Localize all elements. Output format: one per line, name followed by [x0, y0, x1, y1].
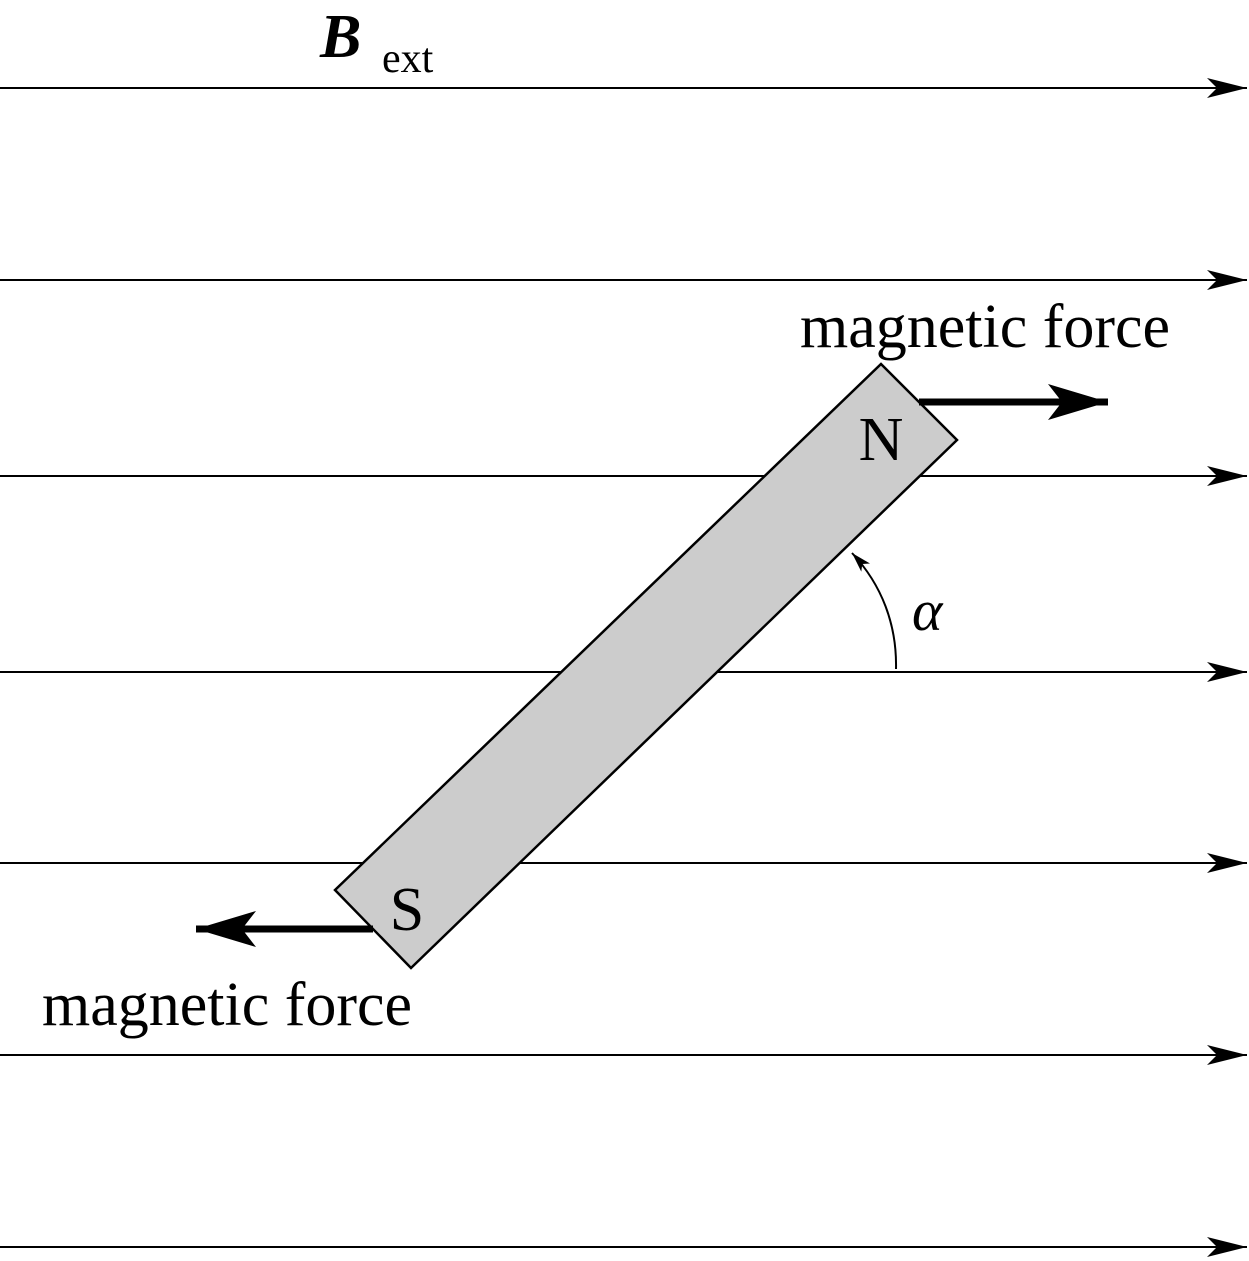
- north-pole-label: N: [859, 406, 904, 474]
- field-label-subscript: ext: [382, 36, 434, 82]
- angle-label: α: [912, 578, 944, 643]
- north-force-label: magnetic force: [800, 293, 1170, 361]
- field-lines: [0, 78, 1247, 1257]
- angle-arc: [851, 552, 898, 670]
- south-force-label: magnetic force: [42, 971, 412, 1039]
- bar-magnet: [333, 362, 959, 970]
- field-label-symbol: B: [319, 3, 361, 71]
- south-pole-label: S: [390, 876, 424, 944]
- field-label: B ext: [319, 3, 434, 82]
